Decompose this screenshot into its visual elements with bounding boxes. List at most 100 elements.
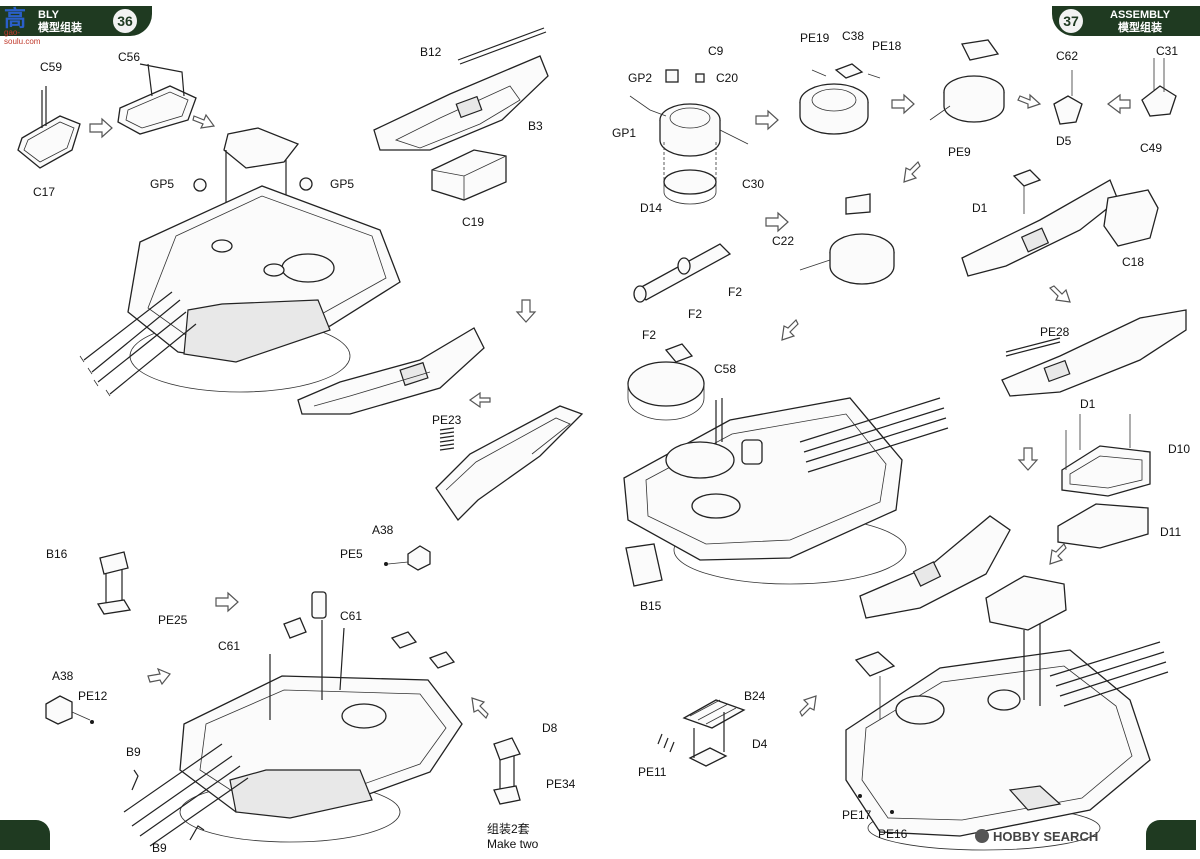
- label-c61-right: C61: [340, 609, 362, 623]
- header-right-title: ASSEMBLY 模型组装: [1110, 9, 1171, 34]
- turret-step37-bottom: [845, 575, 1169, 851]
- arrow-7: [471, 697, 489, 720]
- arrow-3: [515, 299, 537, 323]
- part-cupola-open: [929, 39, 1005, 123]
- arrow-14: [781, 318, 799, 341]
- assembly-note: 组装2套 Make two: [487, 822, 538, 852]
- label-a38-top: A38: [372, 523, 394, 537]
- arrow-18: [799, 695, 817, 718]
- arrow-15: [1048, 285, 1071, 303]
- label-c30: C30: [742, 177, 764, 191]
- step-number-37: 37: [1059, 9, 1083, 33]
- label-d5: D5: [1056, 134, 1072, 148]
- part-gp5-right: [299, 177, 313, 191]
- label-c22: C22: [772, 234, 794, 248]
- label-f2-right: F2: [728, 285, 742, 299]
- label-c9: C9: [708, 44, 724, 58]
- label-b12: B12: [420, 45, 442, 59]
- label-c58: C58: [714, 362, 736, 376]
- label-c38: C38: [842, 29, 864, 43]
- label-a38-lower: A38: [52, 669, 74, 683]
- label-c19: C19: [462, 215, 484, 229]
- note-cn: 组装2套: [487, 822, 530, 836]
- label-c31: C31: [1156, 44, 1178, 58]
- arrow-17: [1049, 542, 1067, 565]
- label-pe19: PE19: [800, 31, 830, 45]
- label-d1-lower: D1: [1080, 397, 1096, 411]
- arrow-1: [89, 117, 113, 139]
- label-d11: D11: [1160, 525, 1181, 539]
- part-b24-rack: [657, 699, 746, 767]
- note-en: Make two: [487, 837, 539, 851]
- page-corner-right: [1146, 820, 1196, 850]
- label-c62: C62: [1056, 49, 1078, 63]
- label-gp2: GP2: [628, 71, 652, 85]
- label-c20: C20: [716, 71, 738, 85]
- arrow-8: [755, 109, 779, 131]
- label-b24: B24: [744, 689, 766, 703]
- page-corner-left: [0, 820, 50, 850]
- part-c17-frame: [17, 86, 81, 169]
- label-f2-bottom: F2: [642, 328, 656, 342]
- turret-step37-middle: [623, 343, 1011, 619]
- label-c18: C18: [1122, 255, 1144, 269]
- label-b9-bottom: B9: [152, 841, 167, 855]
- part-a38-top: [384, 545, 431, 571]
- label-b16: B16: [46, 547, 68, 561]
- label-d8: D8: [542, 721, 558, 735]
- part-gp5-left: [193, 178, 207, 192]
- part-d8: [493, 737, 521, 805]
- arrow-2: [192, 113, 216, 129]
- label-pe23: PE23: [432, 413, 462, 427]
- label-c17: C17: [33, 185, 55, 199]
- label-d14: D14: [640, 201, 662, 215]
- arrow-12: [765, 211, 789, 233]
- label-pe18: PE18: [872, 39, 902, 53]
- label-pe34: PE34: [546, 777, 576, 791]
- turret-step36-top: [79, 185, 401, 397]
- part-d10-frame: [1057, 414, 1151, 549]
- label-b3: B3: [528, 119, 543, 133]
- label-f2-mid: F2: [688, 307, 702, 321]
- part-c31-frame: [1141, 58, 1177, 117]
- label-pe9: PE9: [948, 145, 971, 159]
- part-c56-frame: [117, 63, 197, 135]
- label-gp5-left: GP5: [150, 177, 174, 191]
- header-step-37: 37 ASSEMBLY 模型组装: [1052, 6, 1200, 36]
- label-pe12: PE12: [78, 689, 108, 703]
- watermark-icon: [975, 829, 989, 843]
- part-b9-top: [131, 769, 139, 791]
- label-c49: C49: [1140, 141, 1162, 155]
- label-b15: B15: [640, 599, 662, 613]
- label-pe11: PE11: [638, 765, 667, 779]
- watermark: HOBBY SEARCH: [975, 829, 1098, 844]
- arrow-13: [903, 160, 921, 183]
- label-pe28: PE28: [1040, 325, 1070, 339]
- part-cupola-c20: [629, 69, 749, 205]
- label-c59: C59: [40, 60, 62, 74]
- site-logo: 高 gao-soulu.com: [4, 6, 41, 46]
- arrow-4: [468, 391, 491, 409]
- part-b3-panel: [373, 27, 549, 151]
- label-b9-top: B9: [126, 745, 141, 759]
- arrow-16: [1017, 447, 1039, 471]
- part-c19-box: [431, 149, 507, 201]
- label-c56: C56: [118, 50, 140, 64]
- label-d1-top: D1: [972, 201, 988, 215]
- label-pe16: PE16: [878, 827, 908, 841]
- label-d4: D4: [752, 737, 768, 751]
- part-side-skirt-left: [297, 327, 485, 415]
- part-cupola-pe19: [799, 63, 881, 135]
- arrow-5: [215, 591, 239, 613]
- arrow-10: [1017, 93, 1042, 109]
- part-b16: [96, 551, 132, 615]
- step-number-36: 36: [113, 9, 137, 33]
- header-step-36: BLY 模型组装 36: [0, 6, 152, 36]
- arrow-11: [1107, 93, 1131, 115]
- part-a38-lower: [45, 695, 94, 725]
- label-gp1: GP1: [612, 126, 636, 140]
- label-pe17: PE17: [842, 808, 872, 822]
- part-pe23-bracket: [435, 405, 584, 522]
- label-gp5-right: GP5: [330, 177, 354, 191]
